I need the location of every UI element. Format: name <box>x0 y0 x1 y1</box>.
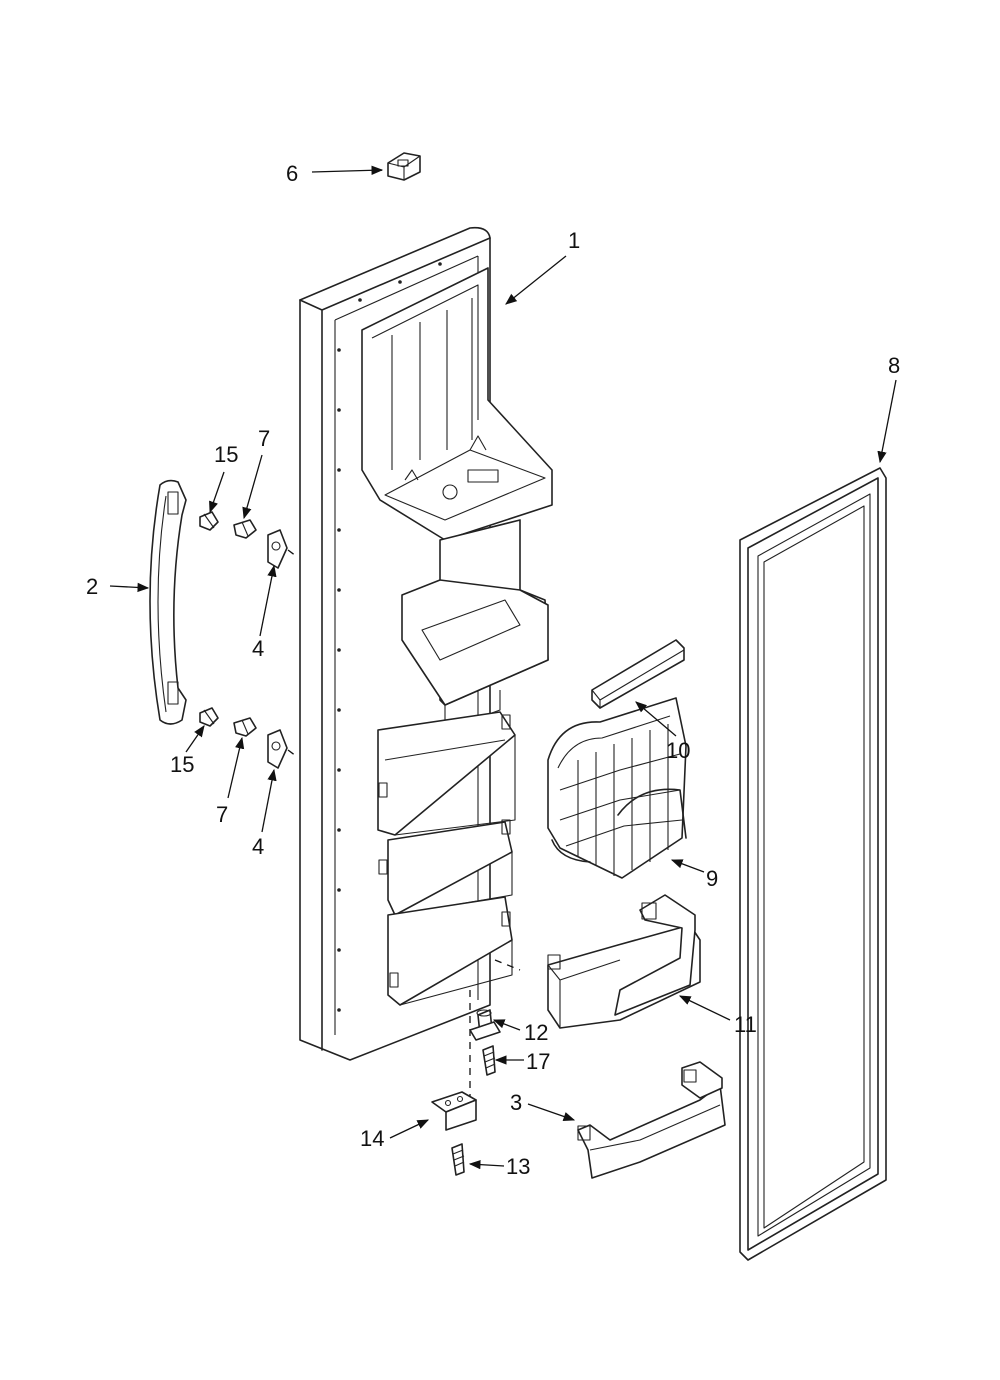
callout-9: 9 <box>706 866 718 891</box>
callout-17: 17 <box>526 1049 550 1074</box>
callout-15-upper: 15 <box>214 442 238 467</box>
callout-10: 10 <box>666 738 690 763</box>
callout-13: 13 <box>506 1154 530 1179</box>
callout-4-lower: 4 <box>252 834 264 859</box>
part-11-bin <box>547 894 701 1029</box>
part-1-door-panel <box>299 226 553 1061</box>
callout-3: 3 <box>510 1090 522 1115</box>
lower-fasteners <box>199 707 297 769</box>
part-10-rail <box>591 639 685 709</box>
callout-2: 2 <box>86 574 98 599</box>
part-6-clip <box>387 152 421 181</box>
callout-labels: 6 1 2 15 7 4 15 7 4 8 10 9 11 12 17 3 14… <box>86 161 900 1179</box>
callout-14: 14 <box>360 1126 384 1151</box>
leader-lines <box>109 165 897 1170</box>
callout-8: 8 <box>888 353 900 378</box>
callout-15-lower: 15 <box>170 752 194 777</box>
hinge-parts <box>431 959 521 1176</box>
part-9-wire-basket <box>547 697 687 879</box>
part-3-lower-bin <box>577 1061 726 1179</box>
callout-4-upper: 4 <box>252 636 264 661</box>
rivet-row <box>337 262 442 1012</box>
callout-7-upper: 7 <box>258 426 270 451</box>
callout-7-lower: 7 <box>216 802 228 827</box>
callout-12: 12 <box>524 1020 548 1045</box>
callout-1: 1 <box>568 228 580 253</box>
callout-11: 11 <box>734 1012 757 1037</box>
callout-6: 6 <box>286 161 298 186</box>
upper-fasteners <box>199 511 297 569</box>
part-2-handle <box>149 479 187 725</box>
part-8-gasket <box>739 467 887 1261</box>
